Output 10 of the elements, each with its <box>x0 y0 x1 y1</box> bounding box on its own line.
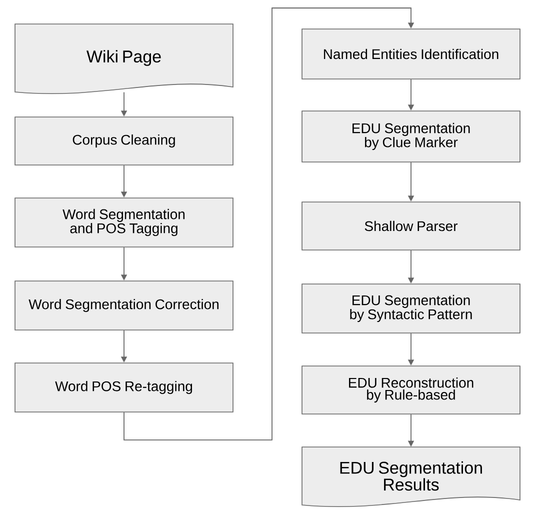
process-box: Word Segmentation Correction <box>14 280 234 330</box>
process-box: EDU Segmentation by Clue Marker <box>302 110 520 162</box>
process-box: EDU Reconstruction by Rule-based <box>302 366 520 414</box>
process-box: Word Segmentation and POS Tagging <box>14 198 234 248</box>
process-box: Corpus Cleaning <box>14 116 234 166</box>
process-box: Word POS Re-tagging <box>14 362 234 412</box>
process-box: Shallow Parser <box>302 202 520 250</box>
process-box: EDU Segmentation by Syntactic Pattern <box>302 284 520 334</box>
process-box: Named Entities Identification <box>302 28 520 80</box>
arrow <box>124 8 414 440</box>
